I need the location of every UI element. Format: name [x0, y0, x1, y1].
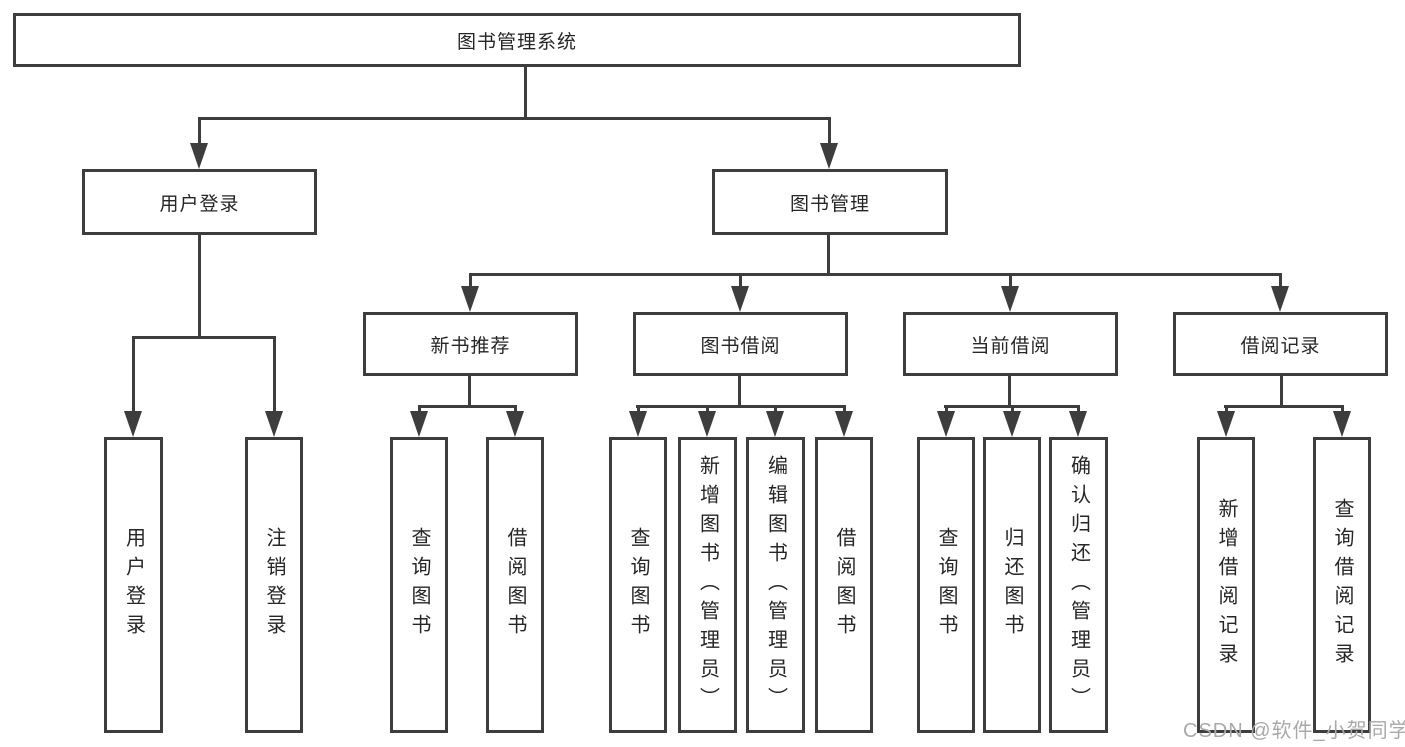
node-borrow-records-label: 借阅记录	[1240, 335, 1321, 357]
arrowhead-icon	[1001, 286, 1019, 312]
node-root-label: 图书管理系统	[456, 31, 577, 53]
arrowhead-icon	[1069, 411, 1087, 437]
arrowhead-icon	[1217, 411, 1235, 437]
connector-arrow-leaf	[1068, 405, 1088, 437]
arrowhead-icon	[506, 411, 524, 437]
connector-root-branch	[198, 117, 830, 120]
connector-borrow-records-branch	[1224, 405, 1344, 408]
connector-new-book-stub	[468, 374, 471, 408]
leaf-user-login: 用户登录	[104, 437, 163, 733]
node-current-borrow-label: 当前借阅	[970, 335, 1051, 357]
node-book-management: 图书管理	[712, 169, 948, 235]
leaf-borrow-books: 借阅图书	[486, 437, 544, 733]
leaf-edit-books-admin-label: 编辑图书（管理员）	[764, 454, 787, 716]
connector-arrow-new-book	[460, 273, 480, 312]
leaf-query-books: 查询图书	[609, 437, 667, 733]
leaf-query-books-label: 查询图书	[408, 527, 430, 643]
arrowhead-icon	[1333, 411, 1351, 437]
connector-arrow-borrow-records	[1270, 273, 1290, 312]
arrowhead-icon	[629, 411, 647, 437]
node-current-borrow: 当前借阅	[903, 312, 1118, 376]
connector-borrow-records-stub	[1280, 374, 1283, 408]
node-user-login: 用户登录	[82, 169, 317, 235]
arrowhead-icon	[1271, 286, 1289, 312]
connector-arrow-leaf	[505, 405, 525, 437]
connector-arrow-current-borrow	[1000, 273, 1020, 312]
connector-book-borrow-branch	[636, 405, 846, 408]
connector-book-management-branch	[469, 273, 1282, 276]
connector-current-borrow-stub	[1008, 374, 1011, 408]
arrowhead-icon	[265, 411, 283, 437]
connector-arrow-leaf	[409, 405, 429, 437]
connector-arrow-leaf	[697, 405, 717, 437]
arrowhead-icon	[835, 411, 853, 437]
node-book-management-label: 图书管理	[789, 193, 870, 215]
leaf-query-books-label: 查询图书	[935, 527, 957, 643]
arrowhead-icon	[766, 411, 784, 437]
leaf-logout: 注销登录	[245, 437, 303, 733]
arrowhead-icon	[698, 411, 716, 437]
arrowhead-icon	[820, 143, 838, 169]
connector-arrow-book-management	[819, 117, 839, 169]
connector-user-login-stub	[198, 234, 201, 339]
connector-arrow-leaf	[1332, 405, 1352, 437]
leaf-query-borrow-record: 查询借阅记录	[1313, 437, 1371, 733]
leaf-borrow-books-label: 借阅图书	[504, 527, 526, 643]
node-root: 图书管理系统	[13, 13, 1021, 67]
arrowhead-icon	[190, 143, 208, 169]
leaf-query-borrow-record-label: 查询借阅记录	[1331, 498, 1353, 672]
node-new-book-recommend: 新书推荐	[363, 312, 578, 376]
node-new-book-recommend-label: 新书推荐	[430, 335, 511, 357]
leaf-return-books-label: 归还图书	[1001, 527, 1023, 643]
leaf-return-books: 归还图书	[983, 437, 1041, 733]
connector-book-borrow-stub	[738, 374, 741, 408]
connector-arrow-leaf	[834, 405, 854, 437]
leaf-add-books-admin-label: 新增图书（管理员）	[696, 454, 719, 716]
leaf-edit-books-admin: 编辑图书（管理员）	[746, 437, 805, 733]
connector-arrow-user-login	[189, 117, 209, 169]
leaf-query-books: 查询图书	[917, 437, 975, 733]
leaf-query-books: 查询图书	[390, 437, 448, 733]
node-user-login-label: 用户登录	[159, 193, 240, 215]
arrowhead-icon	[731, 286, 749, 312]
arrowhead-icon	[461, 286, 479, 312]
connector-arrow-leaf	[936, 405, 956, 437]
node-borrow-records: 借阅记录	[1173, 312, 1388, 376]
leaf-confirm-return-admin-label: 确认归还（管理员）	[1067, 454, 1090, 716]
connector-book-management-stub	[827, 234, 830, 276]
node-book-borrow: 图书借阅	[633, 312, 848, 376]
connector-arrow-leaf	[1002, 405, 1022, 437]
arrowhead-icon	[124, 411, 142, 437]
leaf-add-borrow-record: 新增借阅记录	[1197, 437, 1255, 733]
leaf-add-books-admin: 新增图书（管理员）	[678, 437, 737, 733]
connector-root-stub	[524, 66, 527, 119]
arrowhead-icon	[410, 411, 428, 437]
arrowhead-icon	[937, 411, 955, 437]
leaf-logout-label: 注销登录	[263, 527, 285, 643]
node-book-borrow-label: 图书借阅	[700, 335, 781, 357]
leaf-query-books-label: 查询图书	[627, 527, 649, 643]
leaf-borrow-books-label: 借阅图书	[833, 527, 855, 643]
connector-arrow-leaf	[765, 405, 785, 437]
connector-arrow-leaf	[628, 405, 648, 437]
arrowhead-icon	[1003, 411, 1021, 437]
connector-arrow-logout	[264, 336, 284, 437]
leaf-confirm-return-admin: 确认归还（管理员）	[1049, 437, 1108, 733]
csdn-watermark: CSDN @软件_小贺同学	[1183, 720, 1405, 742]
connector-arrow-leaf	[1216, 405, 1236, 437]
leaf-borrow-books: 借阅图书	[815, 437, 873, 733]
leaf-add-borrow-record-label: 新增借阅记录	[1215, 498, 1237, 672]
leaf-user-login-label: 用户登录	[122, 527, 145, 643]
connector-arrow-book-borrow	[730, 273, 750, 312]
connector-arrow-login	[123, 336, 143, 437]
connector-new-book-branch	[418, 405, 517, 408]
connector-user-login-branch	[132, 336, 275, 339]
